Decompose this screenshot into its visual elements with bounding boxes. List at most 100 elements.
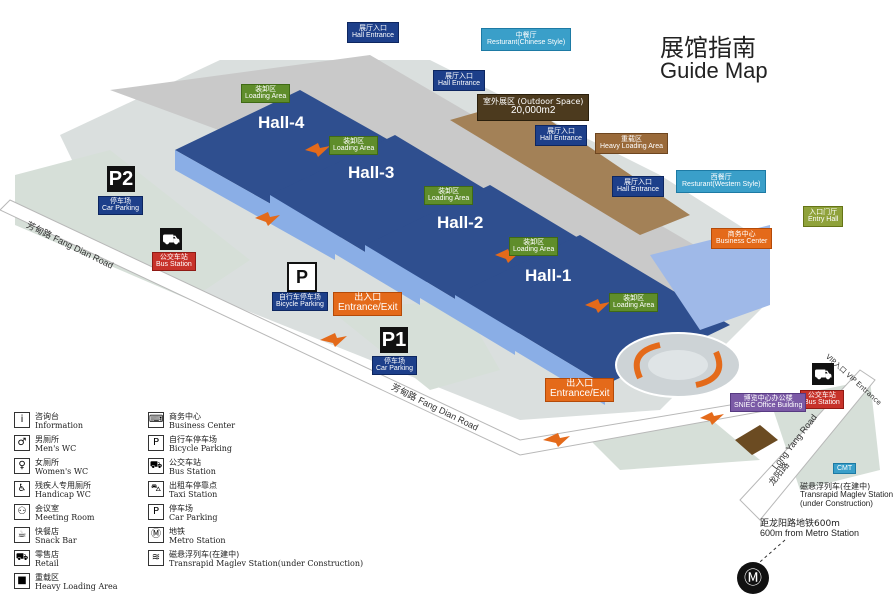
entrance-exit-en: Entrance/Exit xyxy=(550,388,610,400)
business-en: Business Center xyxy=(716,238,768,246)
legend-text-en: Meeting Room xyxy=(35,513,95,523)
loading-cn: 装卸区 xyxy=(343,137,365,145)
maglev-station-icon: ≋ xyxy=(148,550,164,566)
legend-text-cn: 商务中心 xyxy=(169,412,201,421)
loading-cn: 装卸区 xyxy=(623,294,645,302)
maglev-sign: CMT xyxy=(833,463,857,475)
legend-text-en: Heavy Loading Area xyxy=(35,582,118,592)
loading-en: Loading Area xyxy=(245,93,287,101)
restaurant-western-cn: 西餐厅 xyxy=(710,173,732,181)
bicycle-cn: 自行车停车场 xyxy=(278,293,321,301)
hall-1-side xyxy=(455,295,605,405)
maglev-en1: Transrapid Maglev Station xyxy=(800,490,894,500)
metro-station-icon: Ⓜ xyxy=(737,562,769,594)
heavy-loading-cn: 重载区 xyxy=(621,135,643,143)
outdoor-space xyxy=(450,100,690,235)
legend-text-cn: 重载区 xyxy=(35,573,59,582)
legend-text-cn: 磁悬浮列车(在建中) xyxy=(169,550,240,559)
bus-sign-right: ⛟ xyxy=(812,363,834,385)
legend-text-cn: 零售店 xyxy=(35,550,59,559)
loading-en: Loading Area xyxy=(428,195,470,203)
hall-4-side xyxy=(175,150,335,260)
information-icon: i xyxy=(14,412,30,428)
metro-station-icon: Ⓜ xyxy=(148,527,164,543)
taxi-station-icon: ⛍ xyxy=(148,481,164,497)
bicycle-en: Bicycle Parking xyxy=(276,301,324,309)
bus-en: Bus Station xyxy=(804,399,840,407)
entry-hall-cn: 入口门厅 xyxy=(809,208,838,216)
restaurant-chinese-cn: 中餐厅 xyxy=(515,31,537,39)
legend-text-cn: 男厕所 xyxy=(35,435,59,444)
legend-text-cn: 公交车站 xyxy=(169,458,201,467)
legend-text-cn: 快餐店 xyxy=(35,527,59,536)
meeting-room-icon: ⚇ xyxy=(14,504,30,520)
bus-sign-left: ⛟ xyxy=(160,228,182,250)
hall-entrance-en: Hall Entrance xyxy=(540,135,583,143)
bicycle-parking-icon: P xyxy=(148,435,164,451)
bus-station-icon: ⛟ xyxy=(148,458,164,474)
loading-en: Loading Area xyxy=(613,302,655,310)
outdoor-cn: 室外展区 xyxy=(483,97,515,106)
loading-cn: 装卸区 xyxy=(523,238,545,246)
metro-dist-en: 600m from Metro Station xyxy=(760,528,860,539)
hall-2-label: Hall-2 xyxy=(437,213,484,232)
business-center-icon: ⌨ xyxy=(148,412,164,428)
heavy-loading-en: Heavy Loading Area xyxy=(600,143,664,151)
arrow-hall3 xyxy=(255,212,280,226)
legend-text: 磁悬浮列车(在建中)Transrapid Maglev Station(unde… xyxy=(169,550,363,568)
car-parking-en: Car Parking xyxy=(102,205,139,213)
outdoor-space-label: 室外展区 (Outdoor Space) 20,000m2 xyxy=(477,94,590,121)
legend-text-en: Retail xyxy=(35,559,59,569)
legend-text-en: Snack Bar xyxy=(35,536,77,546)
legend-text-en: Handicap WC xyxy=(35,490,91,500)
womens-wc-icon: ♀ xyxy=(14,458,30,474)
legend-text-cn: 残疾人专用厕所 xyxy=(35,481,91,490)
legend-text-en: Taxi Station xyxy=(169,490,218,500)
hall-entrance-cn: 展厅入口 xyxy=(624,178,653,186)
bicycle-parking-sign: P xyxy=(287,262,317,292)
entrance-exit-en: Entrance/Exit xyxy=(338,302,398,314)
arrow-vip xyxy=(700,412,724,425)
arrow-hall1 xyxy=(585,299,610,313)
arrow-exit-2 xyxy=(543,433,570,447)
bus-cn: 公交车站 xyxy=(807,391,836,399)
loading-cn: 装卸区 xyxy=(438,187,460,195)
hall-3-side xyxy=(270,195,420,305)
arrow-hall4 xyxy=(305,143,330,157)
business-cn: 商务中心 xyxy=(727,230,756,238)
legend-text-cn: 自行车停车场 xyxy=(169,435,217,444)
office-cn: 博览中心办公楼 xyxy=(743,394,793,402)
heavy-loading-icon: ■ xyxy=(14,573,30,589)
maglev-en2: (under Construction) xyxy=(800,498,873,508)
mens-wc-icon: ♂ xyxy=(14,435,30,451)
loading-en: Loading Area xyxy=(333,145,375,153)
legend-text-cn: 地铁 xyxy=(169,527,185,536)
car-parking-icon: P xyxy=(148,504,164,520)
hall-1-label: Hall-1 xyxy=(525,266,572,285)
lawn-center xyxy=(330,300,500,390)
